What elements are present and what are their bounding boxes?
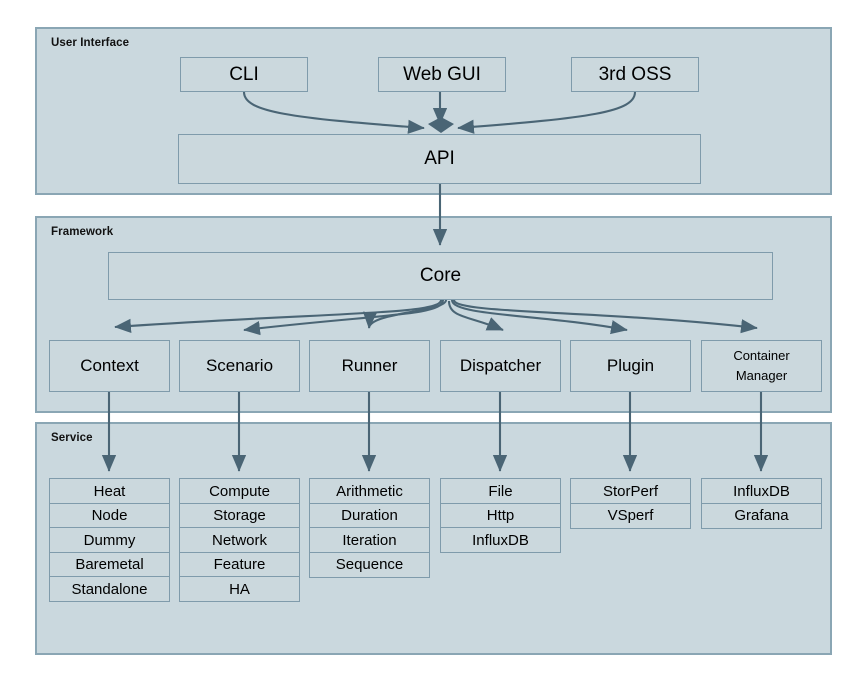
service-column-runner: Arithmetic Duration Iteration Sequence	[309, 478, 430, 578]
node-scenario-label: Scenario	[205, 356, 274, 375]
node-api[interactable]: API	[178, 134, 701, 184]
node-cli[interactable]: CLI	[180, 57, 308, 92]
service-column-dispatcher: File Http InfluxDB	[440, 478, 561, 553]
service-item[interactable]: Duration	[309, 502, 430, 529]
service-item[interactable]: Storage	[179, 502, 300, 529]
node-context-label: Context	[80, 356, 139, 375]
node-web-gui[interactable]: Web GUI	[378, 57, 506, 92]
service-item[interactable]: Http	[440, 502, 561, 529]
service-item[interactable]: Grafana	[701, 502, 822, 529]
service-item[interactable]: Network	[179, 527, 300, 553]
node-runner-label: Runner	[341, 356, 398, 375]
node-scenario[interactable]: Scenario	[179, 340, 300, 392]
service-column-context: Heat Node Dummy Baremetal Standalone	[49, 478, 170, 602]
service-item[interactable]: Node	[49, 502, 170, 529]
node-dispatcher[interactable]: Dispatcher	[440, 340, 561, 392]
section-label-service: Service	[51, 432, 93, 444]
service-column-container-manager: InfluxDB Grafana	[701, 478, 822, 529]
section-label-framework: Framework	[51, 226, 114, 238]
node-context[interactable]: Context	[49, 340, 170, 392]
section-label-user-interface: User Interface	[51, 37, 130, 49]
node-container-manager-label-line2: Manager	[735, 368, 788, 383]
service-item[interactable]: Feature	[179, 551, 300, 578]
service-item[interactable]: HA	[179, 576, 300, 602]
node-dispatcher-label: Dispatcher	[459, 356, 542, 375]
service-item[interactable]: Heat	[49, 478, 170, 504]
node-container-manager[interactable]: Container Manager	[701, 340, 822, 392]
service-column-plugin: StorPerf VSperf	[570, 478, 691, 529]
node-plugin-label: Plugin	[606, 356, 655, 375]
service-item[interactable]: VSperf	[570, 502, 691, 529]
node-web-gui-label: Web GUI	[403, 63, 481, 85]
node-core[interactable]: Core	[108, 252, 773, 300]
service-item[interactable]: Dummy	[49, 527, 170, 553]
node-3rd-oss[interactable]: 3rd OSS	[571, 57, 699, 92]
service-item[interactable]: InfluxDB	[701, 478, 822, 504]
service-item[interactable]: StorPerf	[570, 478, 691, 504]
service-column-scenario: Compute Storage Network Feature HA	[179, 478, 300, 602]
node-core-label: Core	[419, 265, 462, 286]
node-api-label: API	[424, 148, 455, 169]
service-item[interactable]: Standalone	[49, 576, 170, 602]
service-item[interactable]: InfluxDB	[440, 527, 561, 553]
node-cli-label: CLI	[229, 63, 259, 85]
node-plugin[interactable]: Plugin	[570, 340, 691, 392]
service-item[interactable]: Baremetal	[49, 551, 170, 578]
service-item[interactable]: Arithmetic	[309, 478, 430, 504]
node-runner[interactable]: Runner	[309, 340, 430, 392]
service-item[interactable]: Compute	[179, 478, 300, 504]
node-3rd-oss-label: 3rd OSS	[598, 63, 672, 85]
service-item[interactable]: Iteration	[309, 527, 430, 553]
service-item[interactable]: File	[440, 478, 561, 504]
service-item[interactable]: Sequence	[309, 551, 430, 578]
node-container-manager-label-line1: Container	[733, 347, 790, 363]
